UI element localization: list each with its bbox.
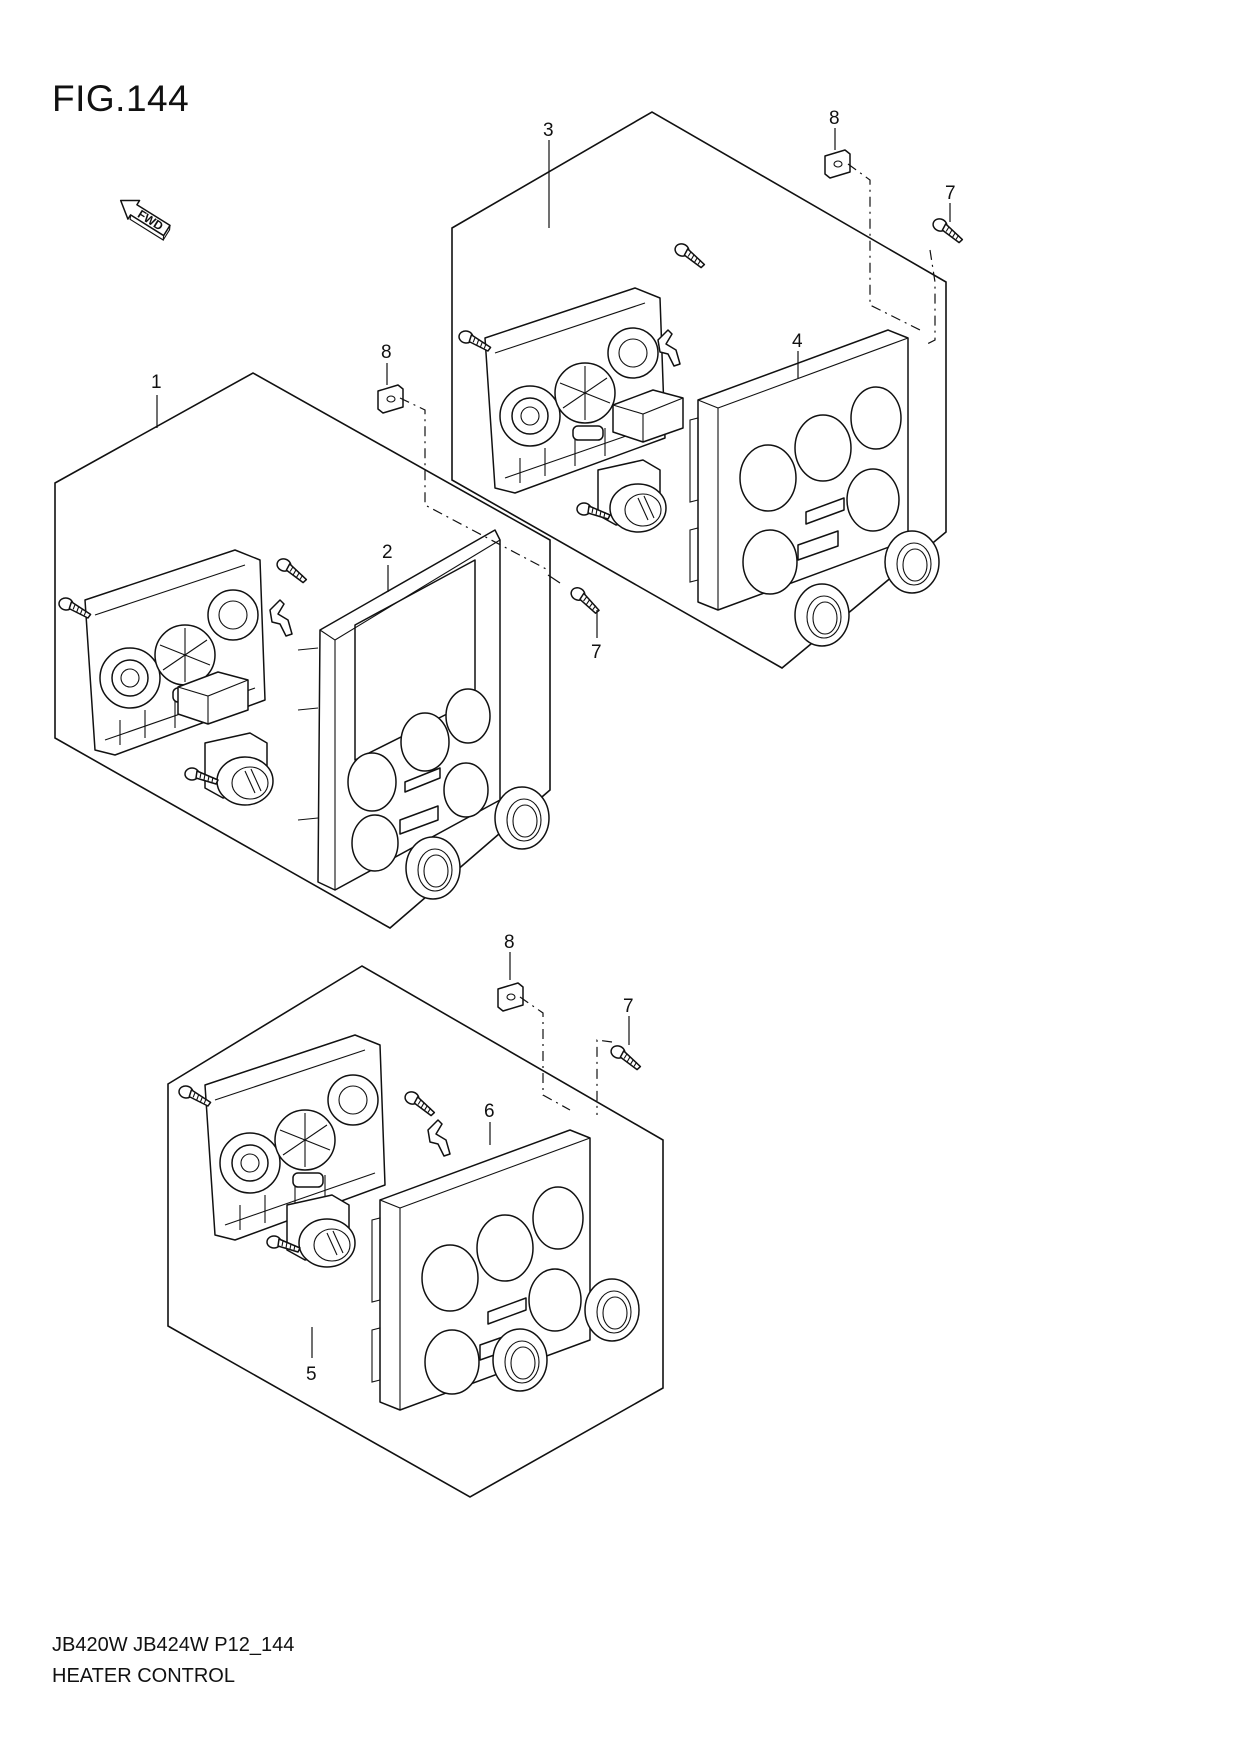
model-code: JB420W JB424W P12_144 [52, 1634, 295, 1656]
callout-8-middle: 8 [381, 342, 392, 363]
callout-1: 1 [151, 372, 162, 393]
callout-8-top: 8 [829, 108, 840, 129]
callout-7-bottom: 7 [623, 996, 634, 1017]
callout-3: 3 [543, 120, 554, 141]
callout-8-bottom: 8 [504, 932, 515, 953]
callout-2: 2 [382, 542, 393, 563]
assembly-group-3 [451, 111, 968, 669]
callout-6: 6 [484, 1101, 495, 1122]
assembly-group-5 [167, 952, 664, 1498]
assembly-group-1 [54, 363, 605, 929]
fwd-arrow-icon: FWD [119, 199, 171, 241]
callout-7-top: 7 [945, 183, 956, 204]
callout-5: 5 [306, 1364, 317, 1385]
callout-4: 4 [792, 331, 803, 352]
section-title: HEATER CONTROL [52, 1665, 235, 1687]
callout-7-middle: 7 [591, 642, 602, 663]
figure-title: FIG.144 [52, 78, 190, 119]
